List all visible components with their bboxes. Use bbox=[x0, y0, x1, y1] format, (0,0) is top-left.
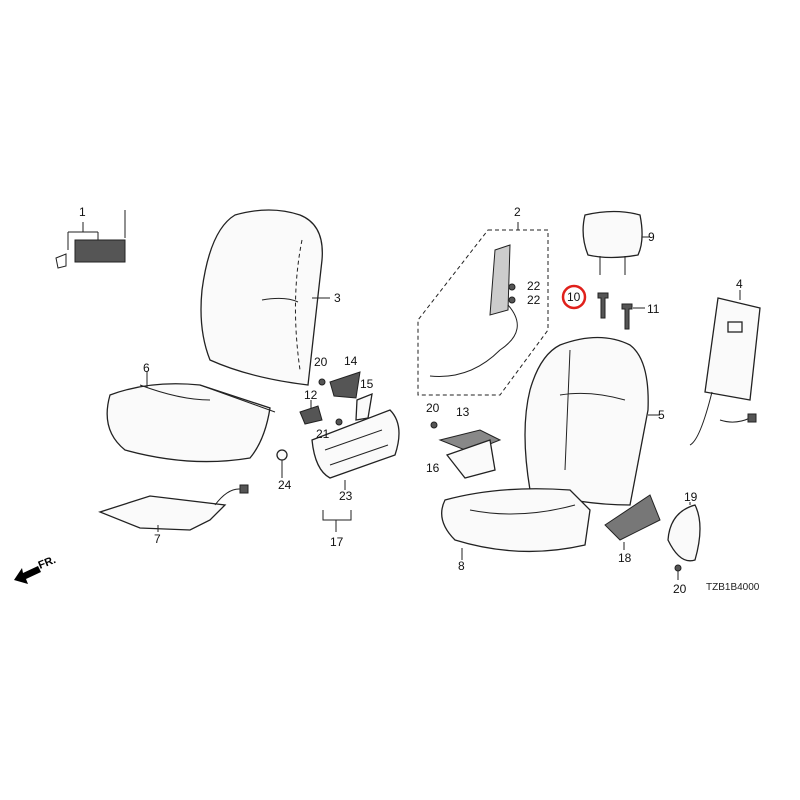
callout-8[interactable]: 8 bbox=[458, 559, 465, 573]
callout-19[interactable]: 19 bbox=[684, 490, 698, 504]
part-15-cap[interactable] bbox=[355, 392, 373, 421]
front-label: FR. bbox=[37, 554, 58, 572]
part-3-seatback-cover[interactable] bbox=[200, 209, 330, 386]
callout-17[interactable]: 17 bbox=[330, 535, 344, 549]
callout-13[interactable]: 13 bbox=[456, 405, 470, 419]
callout-15[interactable]: 15 bbox=[360, 377, 374, 391]
part-9-headrest[interactable] bbox=[582, 210, 650, 276]
callout-20-c[interactable]: 20 bbox=[673, 582, 687, 596]
callout-22-b[interactable]: 22 bbox=[527, 293, 541, 307]
callout-9[interactable]: 9 bbox=[648, 230, 655, 244]
callout-11[interactable]: 11 bbox=[647, 302, 660, 316]
part-19-cover[interactable] bbox=[667, 502, 701, 562]
callout-20-b[interactable]: 20 bbox=[426, 401, 440, 415]
callout-16[interactable]: 16 bbox=[426, 461, 440, 475]
callout-4[interactable]: 4 bbox=[736, 277, 743, 291]
part-20-screw-a[interactable] bbox=[318, 378, 326, 386]
part-8-cushion[interactable] bbox=[441, 488, 591, 560]
front-arrow-icon bbox=[14, 566, 41, 584]
part-12-cover[interactable] bbox=[299, 400, 323, 425]
callout-12[interactable]: 12 bbox=[304, 388, 318, 402]
callout-22-a[interactable]: 22 bbox=[527, 279, 541, 293]
callout-7[interactable]: 7 bbox=[154, 532, 161, 546]
part-14-lever[interactable] bbox=[329, 371, 361, 399]
part-10-headrest-guide[interactable] bbox=[597, 292, 609, 319]
part-1-clip-set[interactable] bbox=[55, 210, 126, 269]
highlight-circle bbox=[561, 284, 587, 310]
callout-21[interactable]: 21 bbox=[316, 427, 330, 441]
part-5-seatback[interactable] bbox=[524, 336, 660, 506]
part-16-cover[interactable] bbox=[445, 439, 496, 479]
part-2-frame-assembly[interactable] bbox=[417, 222, 549, 396]
callout-3[interactable]: 3 bbox=[334, 291, 341, 305]
callout-1[interactable]: 1 bbox=[79, 205, 86, 219]
part-7-heater-mat[interactable] bbox=[98, 484, 249, 532]
part-18-recliner[interactable] bbox=[604, 494, 661, 550]
part-20-screw-c[interactable] bbox=[674, 564, 682, 580]
callout-20-a[interactable]: 20 bbox=[314, 355, 328, 369]
callout-24[interactable]: 24 bbox=[278, 478, 292, 492]
diagram-code: TZB1B4000 bbox=[706, 582, 760, 593]
part-24-clip[interactable] bbox=[276, 449, 288, 478]
part-13-bracket[interactable] bbox=[438, 429, 502, 453]
part-17-side-cover[interactable] bbox=[311, 409, 400, 532]
callout-23[interactable]: 23 bbox=[339, 489, 353, 503]
callout-18[interactable]: 18 bbox=[618, 551, 632, 565]
callout-2[interactable]: 2 bbox=[514, 205, 521, 219]
part-6-cushion-cover[interactable] bbox=[106, 372, 276, 463]
part-11-headrest-guide[interactable] bbox=[621, 303, 645, 330]
callout-14[interactable]: 14 bbox=[344, 354, 358, 368]
callout-5[interactable]: 5 bbox=[658, 408, 665, 422]
callout-10[interactable]: 10 bbox=[567, 290, 581, 304]
part-4-heater-mat[interactable] bbox=[689, 290, 761, 446]
part-21-screw[interactable] bbox=[335, 418, 343, 426]
part-20-screw-b[interactable] bbox=[430, 421, 438, 429]
callout-6[interactable]: 6 bbox=[143, 361, 150, 375]
